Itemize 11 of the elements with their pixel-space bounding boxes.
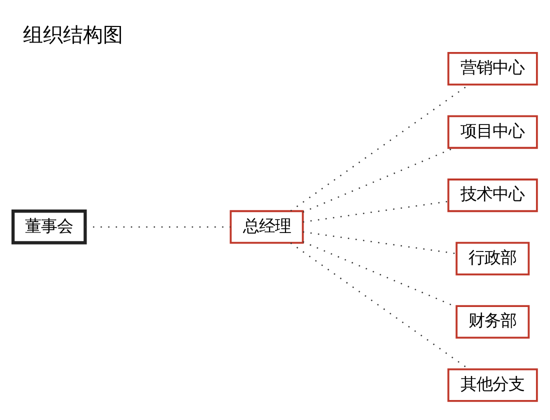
node-box: 总经理 bbox=[230, 210, 304, 244]
node-box: 技术中心 bbox=[447, 178, 538, 212]
node-box: 董事会 bbox=[11, 209, 87, 244]
node-box: 财务部 bbox=[456, 304, 530, 338]
node-box: 其他分支 bbox=[447, 368, 538, 402]
connector bbox=[302, 230, 456, 254]
diagram-title: 组织结构图 bbox=[23, 22, 124, 46]
node-box: 项目中心 bbox=[447, 114, 538, 148]
connector bbox=[302, 200, 448, 222]
node-box: 行政部 bbox=[456, 241, 530, 275]
node-box: 营销中心 bbox=[447, 52, 538, 86]
